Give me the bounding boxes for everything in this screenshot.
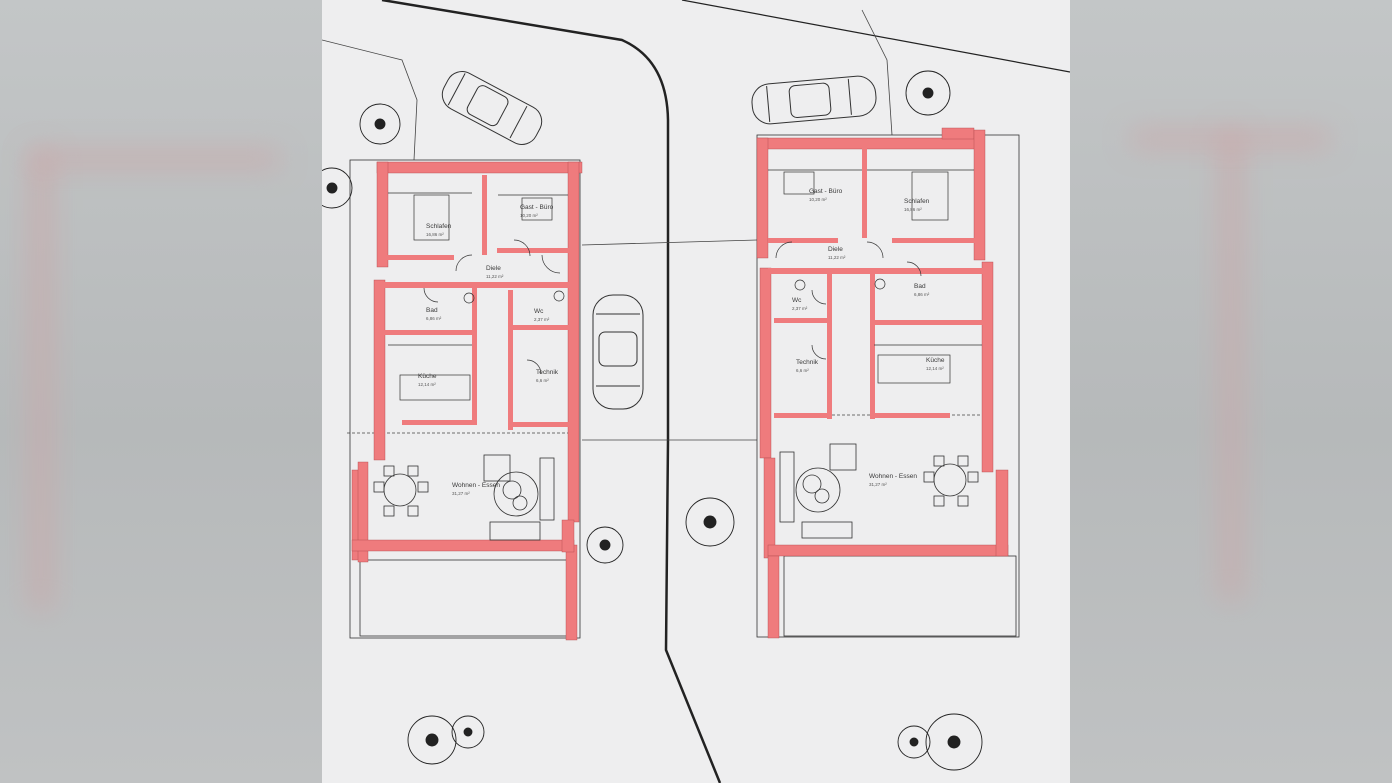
tree-9 [897,725,931,759]
svg-text:6,6 m²: 6,6 m² [536,378,549,383]
property-lines [381,0,1070,783]
svg-text:10,20 m²: 10,20 m² [809,197,827,202]
car-top-left [441,71,543,145]
right-house: Gast - Büro 10,20 m² Schlafen 16,86 m² D… [756,127,1020,639]
left-label-wc: Wc [534,308,544,315]
left-label-technik: Technik [536,369,559,376]
right-label-wohnen-essen: Wohnen - Essen [869,473,917,480]
left-living-seating [483,454,555,541]
car-center [592,294,644,410]
svg-text:12,14 m²: 12,14 m² [926,366,944,371]
left-label-kueche: Küche [418,373,437,380]
right-label-technik: Technik [796,359,819,366]
right-label-bad: Bad [914,283,926,290]
left-dining-table [373,465,429,517]
right-dining-table [923,455,979,507]
svg-text:11,22 m²: 11,22 m² [486,274,504,279]
left-label-bad: Bad [426,307,438,314]
right-label-gast-buero: Gast - Büro [809,188,843,195]
svg-text:6,86 m²: 6,86 m² [426,316,442,321]
svg-text:31,27 m²: 31,27 m² [869,482,887,487]
floor-plan-drawing: Schlafen 16,86 m² Gast - Büro 10,20 m² D… [322,0,1070,783]
left-label-gast-buero: Gast - Büro [520,204,554,211]
left-label-diele: Diele [486,265,501,272]
svg-text:6,6 m²: 6,6 m² [796,368,809,373]
floor-plan-sheet: Schlafen 16,86 m² Gast - Büro 10,20 m² D… [322,0,1070,783]
left-label-schlafen: Schlafen [426,223,452,230]
right-blurred-backdrop [1070,0,1392,783]
tree-7 [451,715,485,749]
svg-text:12,14 m²: 12,14 m² [418,382,436,387]
svg-text:16,86 m²: 16,86 m² [426,232,444,237]
svg-text:11,22 m²: 11,22 m² [828,255,846,260]
svg-text:10,20 m²: 10,20 m² [520,213,538,218]
right-label-kueche: Küche [926,357,945,364]
left-house: Schlafen 16,86 m² Gast - Büro 10,20 m² D… [349,159,583,641]
tree-1 [359,103,401,145]
car-top-right [751,75,877,125]
svg-text:31,27 m²: 31,27 m² [452,491,470,496]
right-room-labels: Gast - Büro 10,20 m² Schlafen 16,86 m² D… [792,188,945,487]
left-room-labels: Schlafen 16,86 m² Gast - Büro 10,20 m² D… [418,204,559,496]
tree-5 [685,497,735,547]
svg-text:16,86 m²: 16,86 m² [904,207,922,212]
left-blurred-backdrop [0,0,322,783]
trees [322,70,983,771]
right-living-seating [779,443,857,539]
tree-4 [586,526,624,564]
right-label-schlafen: Schlafen [904,198,930,205]
tree-2 [322,167,353,209]
tree-6 [407,715,457,765]
svg-text:6,86 m²: 6,86 m² [914,292,930,297]
tree-3 [905,70,951,116]
right-label-diele: Diele [828,246,843,253]
right-label-wc: Wc [792,297,802,304]
tree-8 [925,713,983,771]
svg-text:2,37 m²: 2,37 m² [534,317,550,322]
svg-text:2,37 m²: 2,37 m² [792,306,808,311]
left-label-wohnen-essen: Wohnen - Essen [452,482,500,489]
